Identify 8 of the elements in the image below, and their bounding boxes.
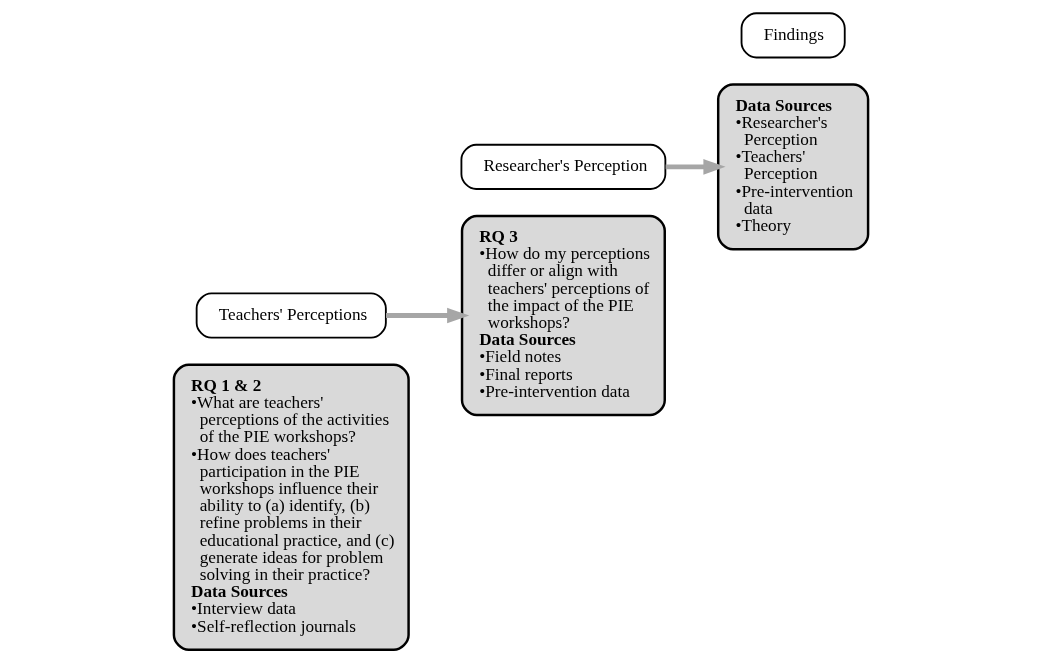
node-box: Teachers' Perceptions [195,292,387,339]
node-box: RQ 3 •How do my perceptions differ or align with teachers' perceptions of the impact of the PIE workshops? Data Sources •Field notes •Final reports •Pre-intervention data [460,214,666,417]
arrow [386,307,470,324]
arrow [665,159,726,175]
node-box: Researcher's Perception [460,143,667,190]
node-box: RQ 1 & 2 •What are teachers' perceptions of the activities of the PIE workshops? •How does teachers' participation in the PIE workshops influence their ability to (a) identify, (b) refine problems in their educational practice, and (c) generate ideas for problem solving in their practice? Data Sources •Interview data •Self-reflection journals [172,363,410,651]
node-box: Findings [740,12,846,59]
node-box: Data Sources •Researcher's Perception •Teachers' Perception •Pre-intervention data •Theory [716,83,870,251]
